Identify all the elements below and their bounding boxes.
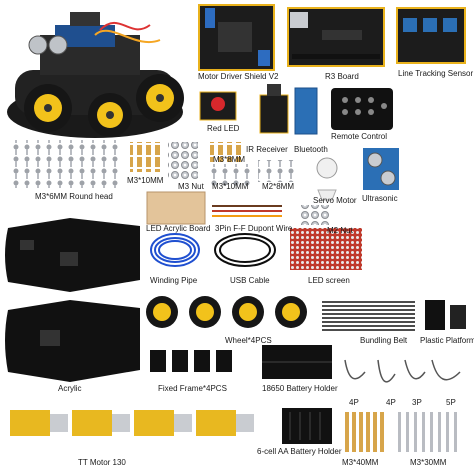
led-acrylic-board-image: [146, 191, 206, 225]
copper-pillars-m3-10mm: [130, 142, 164, 172]
label-led-screen: LED screen: [308, 276, 350, 285]
red-led-module-image: [199, 91, 237, 121]
car-wheel-front-left: [24, 84, 72, 132]
acrylic-plate-top: [5, 218, 140, 292]
label-m3-nut: M3 Nut: [178, 182, 204, 191]
battery-holder-18650-image: [262, 345, 332, 379]
label-m3-30mm: M3*30MM: [410, 458, 447, 467]
copper-pillars-m3-8mm: [210, 142, 244, 162]
bluetooth-module-image: [294, 87, 318, 135]
tt-motors-image: [10, 410, 254, 436]
label-ir-receiver: IR Receiver: [246, 145, 288, 154]
label-battery-holder-18650: 18650 Battery Holder: [262, 384, 338, 393]
label-motor-driver-shield: Motor Driver Shield V2: [198, 72, 279, 81]
led-screen-image: [290, 228, 362, 270]
label-servo-motor: Servo Motor: [313, 196, 357, 205]
screws-m3-6mm: [8, 140, 118, 188]
label-m3-40mm: M3*40MM: [342, 458, 379, 467]
screws-m3-10mm: [210, 164, 250, 186]
label-led-acrylic-board: LED Acrylic Board: [146, 224, 211, 233]
r3-board-image: [287, 7, 385, 67]
ultrasonic-sensor-image: [363, 148, 399, 190]
remote-control-image: [331, 88, 393, 130]
label-bundling-belt: Bundling Belt: [360, 336, 408, 345]
label-m3-6mm-round-head: M3*6MM Round head: [35, 192, 113, 201]
car-wheel-front-right: [136, 74, 184, 122]
label-fixed-frame: Fixed Frame*4PCS: [158, 384, 227, 393]
ir-receiver-image: [259, 84, 289, 134]
label-line-tracking-sensor: Line Tracking Sensor: [398, 69, 474, 78]
label-m3-10mm-b: M3*10MM: [212, 182, 249, 191]
label-pin-3p: 3P: [412, 398, 422, 407]
label-dupont-wire: 3Pin F-F Dupont Wire: [215, 224, 293, 233]
label-remote-control: Remote Control: [331, 132, 388, 141]
screws-m2-8mm: [258, 160, 298, 182]
label-pin-5p: 5P: [446, 398, 456, 407]
label-usb-cable: USB Cable: [230, 276, 270, 285]
assembled-robot-car: [7, 12, 184, 138]
plastic-platform-image: [425, 300, 466, 330]
label-wheel: Wheel*4PCS: [225, 336, 272, 345]
label-m2-nut: M2 Nut: [327, 226, 353, 235]
dupont-wires-image: [212, 205, 282, 217]
aa-battery-holder-image: [282, 408, 332, 444]
wheels-set: [146, 296, 307, 328]
label-pin-4p-a: 4P: [349, 398, 359, 407]
label-acrylic: Acrylic: [58, 384, 82, 393]
label-m3-10mm: M3*10MM: [127, 176, 164, 185]
label-red-led: Red LED: [207, 124, 240, 133]
winding-pipe-image: [150, 233, 200, 267]
label-r3-board: R3 Board: [325, 72, 359, 81]
servo-motor-image: [316, 157, 338, 201]
fixed-frames-image: [150, 350, 232, 372]
copper-pillars-m3-40mm: [345, 412, 384, 452]
label-winding-pipe: Winding Pipe: [150, 276, 198, 285]
label-m3-8mm: M3*8MM: [213, 155, 246, 164]
label-m2-8mm: M2*8MM: [262, 182, 295, 191]
pin-wires-image: [344, 359, 461, 383]
label-tt-motor: TT Motor 130: [78, 458, 126, 467]
m3-nuts: [168, 142, 198, 180]
acrylic-plate-bottom: [5, 300, 140, 382]
bundling-belt-image: [322, 301, 415, 331]
label-plastic-platform: Plastic Platform: [420, 336, 474, 345]
usb-cable-image: [214, 233, 276, 267]
car-wheel-rear: [88, 93, 132, 137]
line-tracking-sensor-image: [396, 7, 466, 64]
motor-driver-shield-image: [198, 4, 275, 71]
label-bluetooth: Bluetooth: [294, 145, 328, 154]
screws-m3-30mm: [398, 412, 457, 452]
label-pin-4p-b: 4P: [386, 398, 396, 407]
label-ultrasonic: Ultrasonic: [362, 194, 398, 203]
m2-nuts: [300, 205, 330, 225]
label-aa-battery-holder: 6-cell AA Battery Holder: [257, 447, 342, 456]
